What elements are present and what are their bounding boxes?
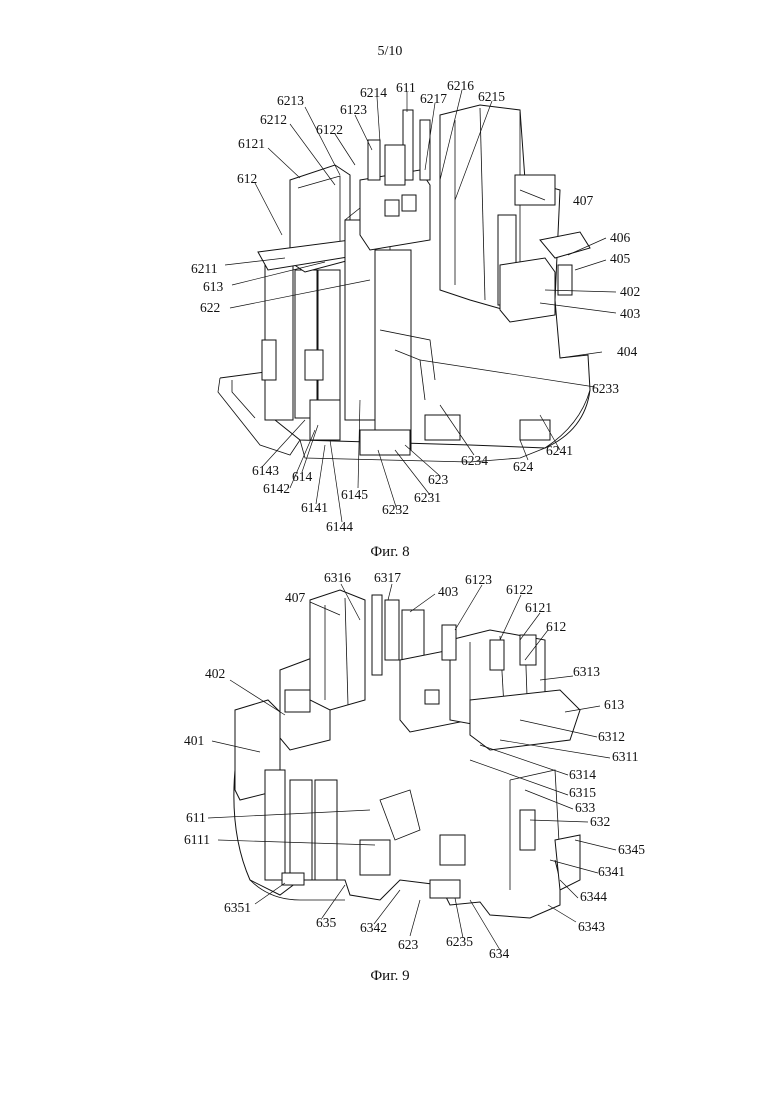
label-632: 632	[590, 814, 610, 829]
label-401: 401	[184, 733, 204, 748]
label-6317: 6317	[374, 570, 401, 585]
label-6144: 6144	[326, 519, 353, 534]
label-6122: 6122	[506, 582, 533, 597]
label-634: 634	[489, 946, 510, 961]
label-6342: 6342	[360, 920, 387, 935]
figure-8-labels: 6213 6214 611 6216 6215 6123 6217 6212 6…	[191, 78, 641, 534]
label-406: 406	[610, 230, 631, 245]
label-6142: 6142	[263, 481, 290, 496]
label-6312: 6312	[598, 729, 625, 744]
label-6241: 6241	[546, 443, 573, 458]
figure-8-drawing: 6213 6214 611 6216 6215 6123 6217 6212 6…	[191, 78, 641, 534]
label-6212: 6212	[260, 112, 287, 127]
label-623: 623	[398, 937, 419, 952]
label-6143: 6143	[252, 463, 279, 478]
label-6344: 6344	[580, 889, 607, 904]
label-6234: 6234	[461, 453, 488, 468]
label-622: 622	[200, 300, 220, 315]
label-6315: 6315	[569, 785, 596, 800]
label-6211: 6211	[191, 261, 218, 276]
label-612: 612	[237, 171, 257, 186]
label-407: 407	[573, 193, 594, 208]
label-404: 404	[617, 344, 638, 359]
label-611: 611	[396, 80, 416, 95]
label-6217: 6217	[420, 91, 447, 106]
label-6316: 6316	[324, 570, 351, 585]
label-6341: 6341	[598, 864, 625, 879]
label-6122: 6122	[316, 122, 343, 137]
label-614: 614	[292, 469, 313, 484]
label-6345: 6345	[618, 842, 645, 857]
label-6314: 6314	[569, 767, 596, 782]
label-6232: 6232	[382, 502, 409, 517]
label-635: 635	[316, 915, 337, 930]
label-633: 633	[575, 800, 596, 815]
label-6214: 6214	[360, 85, 387, 100]
label-6121: 6121	[238, 136, 265, 151]
label-6123: 6123	[340, 102, 367, 117]
label-6123: 6123	[465, 572, 492, 587]
label-613: 613	[604, 697, 625, 712]
label-6311: 6311	[612, 749, 639, 764]
label-6213: 6213	[277, 93, 304, 108]
label-6231: 6231	[414, 490, 441, 505]
label-612: 612	[546, 619, 566, 634]
label-623: 623	[428, 472, 449, 487]
figure-9-drawing: 6316 6317 6123 407 403 6122 6121 612 402…	[184, 570, 645, 961]
label-405: 405	[610, 251, 631, 266]
label-403: 403	[438, 584, 459, 599]
label-624: 624	[513, 459, 534, 474]
label-6215: 6215	[478, 89, 505, 104]
label-402: 402	[205, 666, 225, 681]
label-6313: 6313	[573, 664, 600, 679]
label-407: 407	[285, 590, 306, 605]
label-6343: 6343	[578, 919, 605, 934]
label-6145: 6145	[341, 487, 368, 502]
label-6121: 6121	[525, 600, 552, 615]
label-6233: 6233	[592, 381, 619, 396]
label-613: 613	[203, 279, 224, 294]
label-6351: 6351	[224, 900, 251, 915]
label-403: 403	[620, 306, 641, 321]
label-6216: 6216	[447, 78, 474, 93]
label-402: 402	[620, 284, 640, 299]
label-6141: 6141	[301, 500, 328, 515]
label-6235: 6235	[446, 934, 473, 949]
label-611: 611	[186, 810, 206, 825]
label-6111: 6111	[184, 832, 210, 847]
